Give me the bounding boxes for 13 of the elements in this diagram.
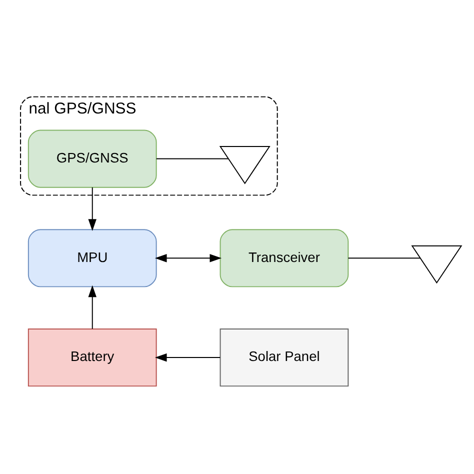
connector — [156, 158, 229, 159]
node-box: GPS/GNSS — [28, 129, 157, 188]
arrow — [154, 254, 222, 262]
arrow — [154, 352, 221, 362]
node-box: Battery — [28, 328, 157, 386]
node-antenna — [219, 146, 270, 184]
arrow — [88, 284, 96, 329]
node-box: Solar Panel — [220, 328, 349, 386]
node-antenna — [411, 244, 462, 284]
node-box: MPU — [28, 228, 157, 287]
connector — [348, 257, 421, 258]
arrow — [88, 186, 96, 230]
node-box: Transceiver — [220, 228, 349, 287]
